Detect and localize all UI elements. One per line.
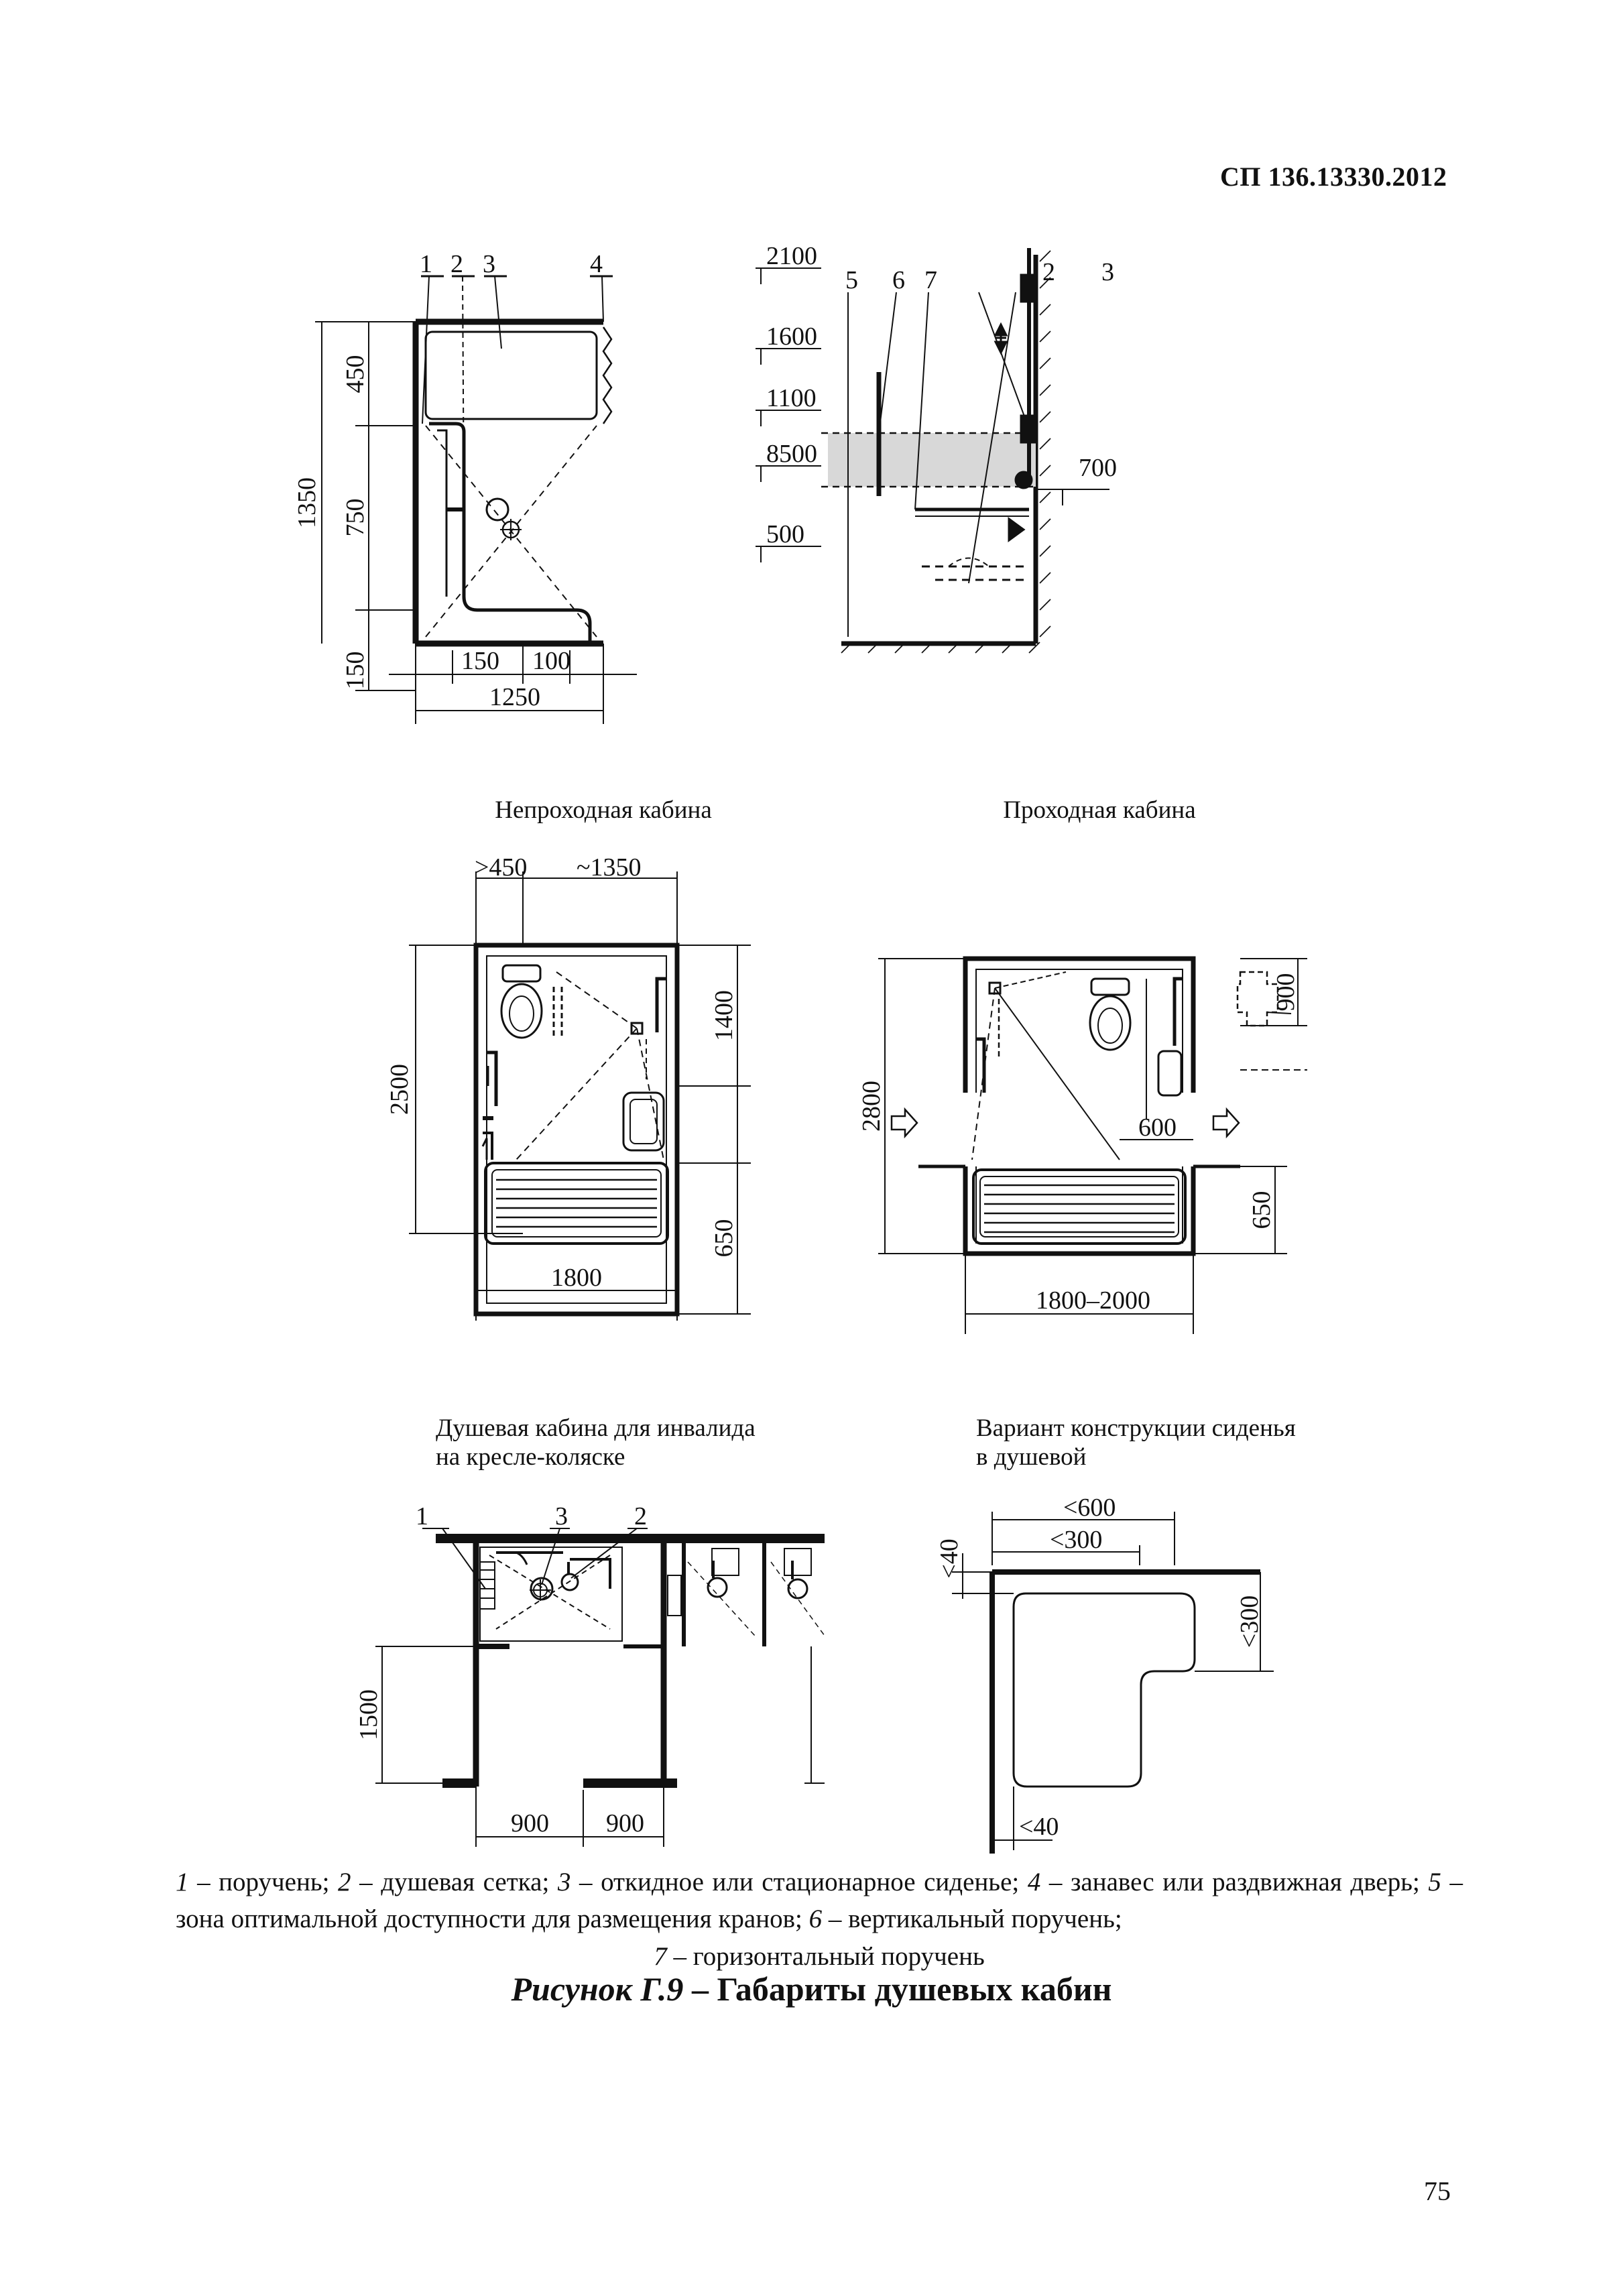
- legend-t1: – поручень;: [188, 1868, 339, 1896]
- page-number: 75: [1424, 2176, 1451, 2206]
- callout-1-wc: 1: [416, 1502, 428, 1530]
- dead-end-cabin-plan: >450 ~1350 2500 1400 650 1800: [385, 853, 751, 1321]
- document-code: СП 136.13330.2012: [1220, 162, 1447, 192]
- caption-wheelchair-line1: Душевая кабина для инвалида: [436, 1414, 756, 1442]
- seat-variant-plan: <600 <300 <40 <300 <40: [935, 1494, 1274, 1854]
- callout-2-wc: 2: [634, 1502, 647, 1530]
- callout-1: 1: [420, 250, 432, 278]
- dim-2800: 2800: [857, 1081, 886, 1132]
- legend-t2: – душевая сетка;: [351, 1868, 558, 1896]
- callout-6: 6: [892, 266, 905, 294]
- dim-lt40-left: <40: [935, 1538, 963, 1578]
- dim-150: 150: [461, 647, 499, 675]
- caption-seat-line1: Вариант конструкции сиденья: [976, 1414, 1296, 1442]
- callout-5: 5: [845, 266, 858, 294]
- callout-3-wc: 3: [555, 1502, 568, 1530]
- level-1600: 1600: [766, 322, 817, 351]
- legend-t7: – горизонтальный поручень: [666, 1941, 985, 1971]
- legend-t5: – зона оптимальной доступности для разме…: [176, 1868, 1463, 1934]
- dim-450: 450: [341, 355, 369, 394]
- legend-n3: 3: [557, 1868, 571, 1896]
- callout-2-section: 2: [1042, 258, 1055, 286]
- section-view: 2100 1600 1100 8500 500 5 6 7 2 3 700: [756, 242, 1117, 654]
- legend-main: 1 – поручень; 2 – душевая сетка; 3 – отк…: [176, 1864, 1463, 1938]
- dim-1500: 1500: [355, 1689, 383, 1740]
- level-8500: 8500: [766, 440, 817, 468]
- dim-lt600: <600: [1063, 1494, 1116, 1522]
- dim-gt450: >450: [475, 853, 527, 882]
- figure-title: Рисунок Г.9 – Габариты душевых кабин: [0, 1970, 1623, 2008]
- dim-2500: 2500: [385, 1064, 414, 1115]
- dim-1400: 1400: [710, 990, 738, 1041]
- caption-through-cabin: Проходная кабина: [1003, 796, 1196, 824]
- dim-750: 750: [341, 499, 369, 537]
- dim-650: 650: [1248, 1191, 1276, 1229]
- caption-dead-end-cabin: Непроходная кабина: [495, 796, 712, 824]
- dim-900-b: 900: [606, 1809, 644, 1837]
- callout-4: 4: [590, 250, 603, 278]
- dim-600: 600: [1138, 1113, 1177, 1142]
- legend-n6: 6: [808, 1905, 823, 1934]
- callout-3-section: 3: [1101, 258, 1114, 286]
- callout-7: 7: [924, 266, 937, 294]
- caption-seat-line2: в душевой: [976, 1443, 1087, 1471]
- figure-label: Рисунок Г.9: [511, 1970, 684, 2008]
- caption-seat-variant: Вариант конструкции сиденья в душевой: [976, 1414, 1351, 1471]
- dim-900-a: 900: [511, 1809, 549, 1837]
- dim-100: 100: [532, 647, 570, 675]
- legend-n4: 4: [1027, 1868, 1041, 1896]
- caption-wheelchair-cabin: Душевая кабина для инвалида на кресле-ко…: [436, 1414, 811, 1471]
- dim-1350: ~1350: [577, 853, 642, 882]
- legend-t3: – откидное или стационарное сиденье;: [570, 1868, 1028, 1896]
- dim-700: 700: [1079, 454, 1117, 482]
- legend-n1: 1: [176, 1868, 189, 1896]
- dim-lt300-top: <300: [1050, 1526, 1102, 1554]
- dim-1350: 1350: [293, 477, 321, 528]
- legend-t4: – занавес или раздвижная дверь;: [1040, 1868, 1429, 1896]
- legend-n5: 5: [1428, 1868, 1441, 1896]
- wheelchair-cabin-plan: 1 3 2 1500 900 900: [355, 1502, 825, 1847]
- dim-lt300-right: <300: [1236, 1595, 1264, 1648]
- legend-n7: 7: [654, 1941, 667, 1971]
- dim-1800-2000: 1800–2000: [1036, 1286, 1150, 1315]
- dim-650: 650: [710, 1219, 738, 1258]
- figure-title-text: – Габариты душевых кабин: [683, 1970, 1112, 2008]
- dim-1250: 1250: [489, 683, 540, 711]
- dim-900: 900: [1272, 973, 1300, 1012]
- dim-150-left: 150: [341, 652, 369, 690]
- legend-t6: – вертикальный поручень;: [822, 1905, 1122, 1934]
- through-cabin-plan: 2800 900 600 650 1800–2000: [857, 956, 1307, 1334]
- legend: 1 – поручень; 2 – душевая сетка; 3 – отк…: [176, 1864, 1463, 1975]
- caption-wheelchair-line2: на кресле-коляске: [436, 1443, 625, 1471]
- callout-2: 2: [450, 250, 463, 278]
- small-cabin-plan: 1 2 3 4 1350 450 750 150 150 100 1250: [293, 250, 637, 724]
- level-2100: 2100: [766, 242, 817, 270]
- level-1100: 1100: [766, 384, 817, 412]
- dim-1800: 1800: [551, 1264, 602, 1292]
- legend-last: 7 – горизонтальный поручень: [176, 1938, 1463, 1975]
- legend-n2: 2: [338, 1868, 351, 1896]
- callout-3: 3: [483, 250, 495, 278]
- dim-lt40-bottom: <40: [1019, 1813, 1059, 1841]
- level-500: 500: [766, 520, 804, 548]
